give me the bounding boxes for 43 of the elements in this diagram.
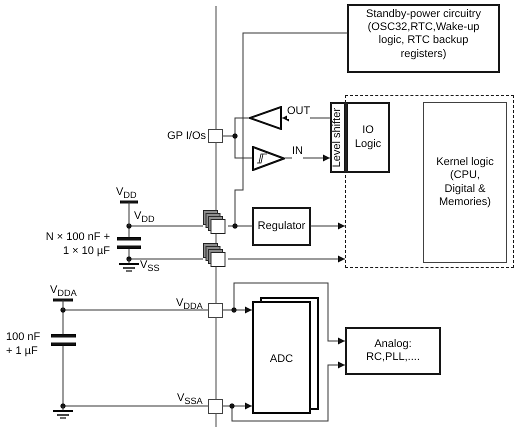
capacitor-symbol bbox=[51, 334, 76, 346]
arrow bbox=[282, 114, 330, 122]
block-label: Regulator bbox=[256, 220, 306, 234]
supply-label: V$_{DD}$ bbox=[134, 210, 155, 226]
pin-label: GP I/Os bbox=[167, 130, 206, 144]
block-box bbox=[345, 327, 441, 375]
pin-pad bbox=[208, 303, 223, 318]
wire bbox=[128, 226, 204, 238]
block-label: Standby-power circuitry (OSC32,RTC,Wake-up logic, RTC backup registers) bbox=[365, 7, 482, 61]
wire bbox=[62, 346, 208, 406]
pin-pad bbox=[208, 399, 223, 414]
block-box bbox=[423, 102, 507, 263]
block-label: Kernel logic (CPU, Digital & Memories) bbox=[435, 156, 495, 209]
block-label: IO Logic bbox=[354, 124, 382, 151]
schmitt-buffer-symbol bbox=[252, 146, 285, 171]
domain-box bbox=[345, 95, 514, 268]
block-box bbox=[330, 102, 346, 173]
edge-label: OUT bbox=[287, 105, 310, 119]
pin-label: N × 100 nF + 1 × 10 µF bbox=[45, 231, 110, 258]
arrow bbox=[284, 154, 330, 162]
pin-pad bbox=[208, 129, 223, 143]
supply-label: V$_{SS}$ bbox=[140, 259, 160, 275]
buffer-symbol bbox=[249, 106, 282, 130]
pin-label: 100 nF + 1 µF bbox=[6, 331, 42, 358]
adc-block bbox=[252, 297, 319, 414]
pin-pad-stack bbox=[203, 210, 228, 237]
block-box bbox=[347, 4, 500, 73]
wire bbox=[62, 310, 208, 334]
pin-label: V$_{SSA}$ bbox=[177, 392, 203, 408]
edge-label: IN bbox=[292, 145, 303, 159]
block-box bbox=[252, 207, 311, 246]
supply-label: V$_{DDA}$ bbox=[50, 284, 77, 300]
arrow bbox=[228, 256, 346, 262]
block-label: Analog: RC,PLL,.... bbox=[365, 338, 421, 364]
arrow bbox=[310, 222, 346, 230]
block-label: ADC bbox=[268, 352, 294, 366]
supply-label: V$_{DD}$ bbox=[116, 186, 137, 202]
wire bbox=[128, 248, 204, 260]
pin-pad-stack bbox=[203, 243, 228, 270]
pin-label: V$_{DDA}$ bbox=[176, 297, 203, 313]
block-label: Level shifter bbox=[331, 108, 344, 168]
block-box bbox=[346, 102, 390, 173]
capacitor-symbol bbox=[117, 237, 141, 249]
